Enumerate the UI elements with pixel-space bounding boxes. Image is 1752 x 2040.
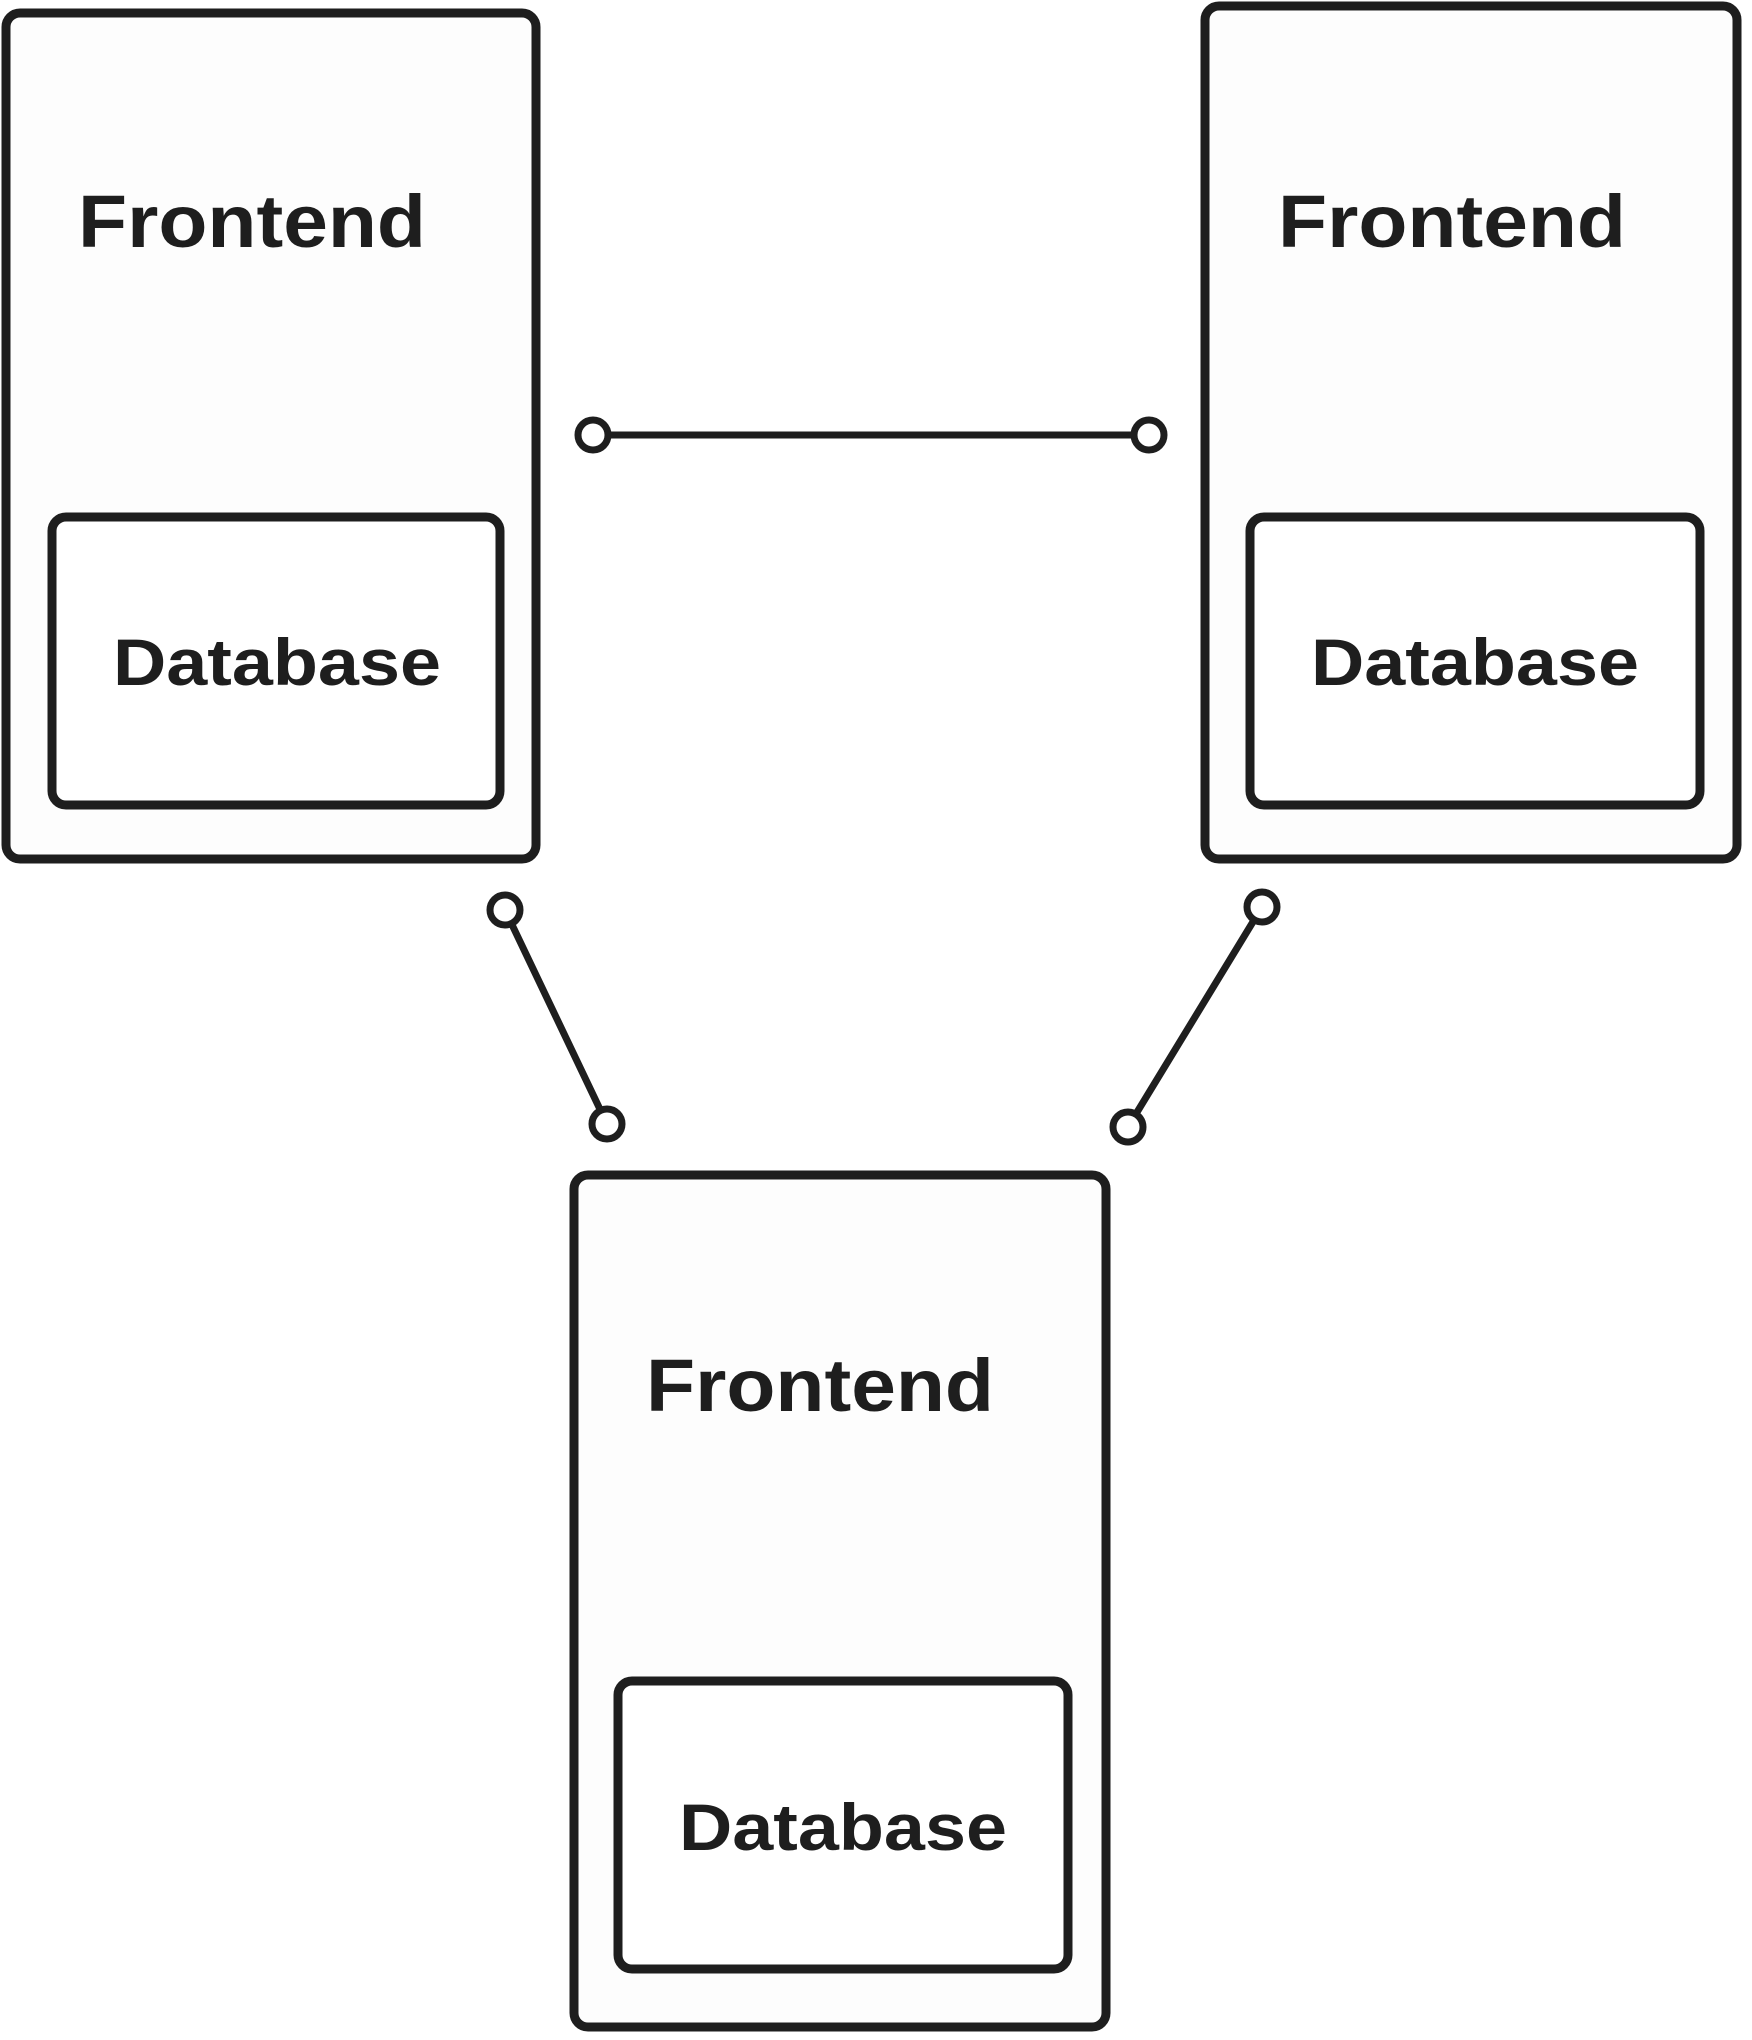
database-label: Database: [113, 625, 441, 699]
connector-endpoint-icon[interactable]: [486, 891, 524, 929]
connector-endpoint-icon[interactable]: [588, 1105, 626, 1143]
node-3[interactable]: Frontend Database: [569, 1170, 1111, 2032]
connector-node2-node3[interactable]: [1109, 888, 1281, 1146]
connector-line[interactable]: [1124, 903, 1266, 1131]
connector-endpoint-icon[interactable]: [1130, 416, 1168, 454]
connector-endpoint-icon[interactable]: [574, 416, 612, 454]
database-box[interactable]: [47, 512, 505, 810]
connector-line[interactable]: [501, 906, 611, 1128]
database-label: Database: [679, 1790, 1007, 1864]
connector-endpoint-icon[interactable]: [1109, 1108, 1147, 1146]
node-1[interactable]: Frontend Database: [1, 8, 541, 864]
frontend-label: Frontend: [78, 180, 426, 263]
connector-endpoint-icon[interactable]: [1243, 888, 1281, 926]
database-label: Database: [1311, 625, 1639, 699]
database-box[interactable]: [1245, 512, 1705, 810]
frontend-label: Frontend: [646, 1344, 994, 1427]
node-2[interactable]: Frontend Database: [1200, 1, 1742, 864]
database-box[interactable]: [613, 1676, 1073, 1974]
frontend-label: Frontend: [1278, 180, 1626, 263]
connector-node1-node2[interactable]: [574, 416, 1168, 454]
connector-node1-node3[interactable]: [486, 891, 626, 1143]
